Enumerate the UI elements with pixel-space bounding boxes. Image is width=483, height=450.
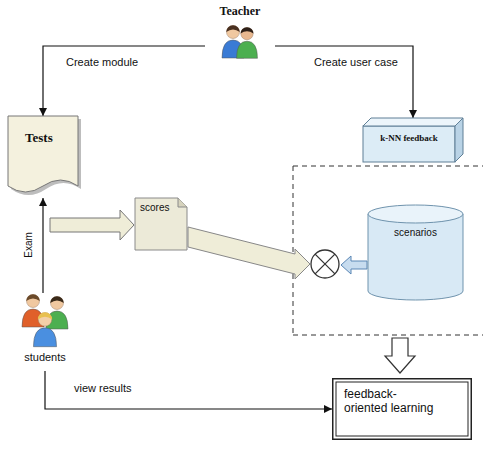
node-label: feedback-oriented learning — [344, 387, 436, 416]
person — [237, 27, 258, 58]
combine-cross — [315, 254, 335, 274]
node-label: k-NN feedback — [380, 133, 438, 144]
learning-box-outline-part — [333, 379, 472, 440]
combine-circle — [311, 250, 339, 278]
connector — [275, 46, 413, 118]
person-part — [226, 25, 240, 32]
person-part — [33, 328, 56, 347]
scenario-store-outline — [368, 205, 463, 300]
students-figure-outline-part — [22, 294, 68, 346]
scenario-store-outline-part — [368, 205, 463, 223]
edge-label: Create module — [65, 56, 139, 69]
scores-box: scores — [135, 198, 187, 250]
knn-box-outline-part — [363, 126, 455, 162]
person-part — [38, 313, 52, 327]
person-part — [241, 27, 253, 39]
knn-box-outline-part — [363, 118, 463, 126]
test-document-outline-part — [8, 116, 78, 192]
knn-box: k-NN feedback — [363, 118, 463, 162]
person-part — [26, 294, 40, 301]
edge-label: Create user case — [313, 56, 399, 69]
person — [33, 312, 56, 346]
hollow-arrow — [341, 256, 367, 274]
teacher-figure: Teacher — [205, 4, 275, 68]
learning-box-outline-part — [336, 382, 468, 436]
connector — [45, 371, 332, 409]
hollow-arrow — [385, 338, 415, 373]
edge-label: view results — [73, 382, 132, 395]
person-part — [241, 27, 254, 33]
person-part — [27, 295, 40, 308]
test-document: Tests — [8, 116, 78, 198]
knn-box-outline-part — [455, 118, 463, 162]
person-part — [227, 26, 240, 39]
hollow-arrow — [50, 210, 134, 240]
person-part — [38, 312, 52, 319]
connector — [42, 198, 43, 293]
scenario-store-outline-part — [368, 214, 463, 300]
node-label: Teacher — [220, 4, 261, 18]
combine-symbol — [311, 250, 339, 278]
person-part — [50, 296, 64, 303]
person-part — [237, 41, 258, 58]
node-label: scores — [140, 202, 169, 214]
region-edge — [293, 335, 483, 336]
node-label: scenarios — [394, 227, 437, 239]
hollow-arrow — [188, 227, 310, 279]
test-document-outline — [8, 116, 78, 198]
learning-box: feedback-oriented learning — [332, 378, 472, 440]
node-label: Tests — [25, 130, 53, 146]
person-part — [51, 297, 64, 310]
connector — [43, 46, 205, 116]
dashed-region — [293, 166, 483, 335]
students-figure: students — [5, 293, 85, 371]
scores-box-outline-part — [135, 198, 187, 250]
region-edge — [293, 166, 483, 167]
edge-label: Exam — [23, 231, 35, 259]
node-label: students — [24, 351, 66, 364]
region-edge — [293, 166, 294, 335]
scores-box-outline-part — [178, 198, 187, 207]
teacher-figure-outline-part — [222, 25, 257, 58]
combine-cross — [315, 254, 335, 274]
scenario-store: scenarios — [368, 205, 463, 300]
